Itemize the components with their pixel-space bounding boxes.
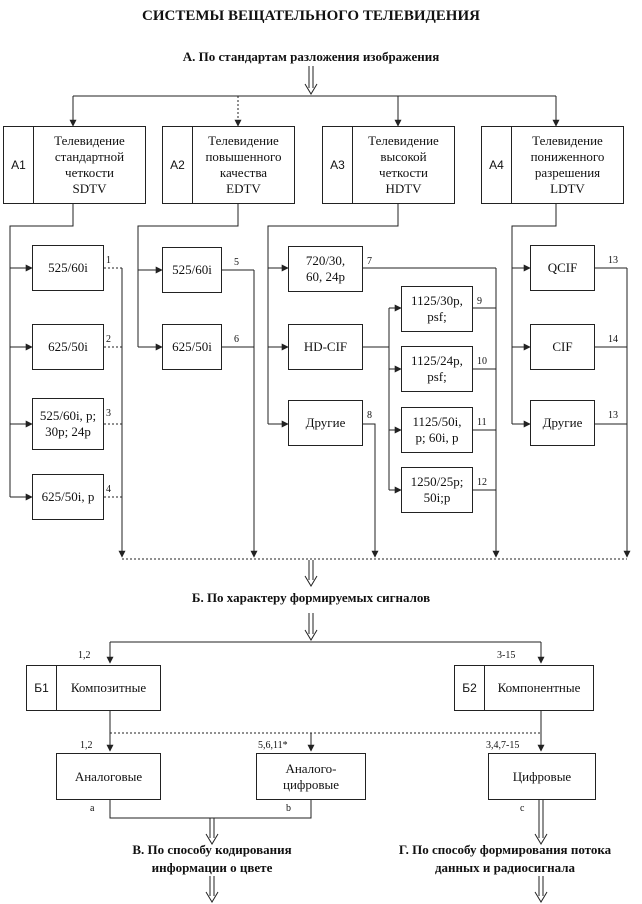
format-number-10: 10 [477,356,487,367]
format-box-1: 525/60i [32,245,104,291]
type-note-analog-digital: 5,6,11* [258,740,288,751]
format-box-14: CIF [530,324,595,370]
format-number-3: 3 [106,408,111,419]
type-box-digital: Цифровые [488,753,596,800]
format-box-15: Другие [530,400,595,446]
category-box-ldtv: Телевидение пониженного разрешения LDTV [511,126,624,204]
format-box-10: 1125/24p, psf; [401,346,473,392]
signal-code-b2: Б2 [454,665,485,711]
signal-note-composite: 1,2 [78,650,91,661]
signal-code-b1: Б1 [26,665,57,711]
type-box-analog: Аналоговые [56,753,161,800]
format-box-11: 1125/50i, p; 60i, p [401,407,473,453]
format-number-2: 2 [106,334,111,345]
format-box-6: 625/50i [162,324,222,370]
category-code-a2: А2 [162,126,193,204]
format-box-3: 525/60i, p; 30p; 24p [32,398,104,450]
category-code-a4: А4 [481,126,512,204]
format-box-2: 625/50i [32,324,104,370]
format-number-14: 14 [608,334,618,345]
format-number-7: 7 [367,256,372,267]
format-number-11: 11 [477,417,487,428]
category-box-hdtv: Телевидение высокой четкости HDTV [352,126,455,204]
format-box-8: Другие [288,400,363,446]
format-number-12: 12 [477,477,487,488]
format-box-4: 625/50i, p [32,474,104,520]
signal-note-component: 3-15 [497,650,516,661]
format-number-1: 1 [106,255,111,266]
format-box-hd-cif: HD-CIF [288,324,363,370]
format-number-15: 13 [608,410,618,421]
format-number-4: 4 [106,484,111,495]
format-number-8: 8 [367,410,372,421]
signal-box-component: Компонентные [484,665,594,711]
category-box-edtv: Телевидение повышенного качества EDTV [192,126,295,204]
section-g-heading: Г. По способу формирования потока данных… [398,842,612,875]
category-code-a1: А1 [3,126,34,204]
section-a-heading: А. По стандартам разложения изображения [182,49,440,64]
type-letter-a: а [90,803,95,814]
category-box-sdtv: Телевидение стандартной четкости SDTV [33,126,146,204]
format-number-9: 9 [477,296,482,307]
format-box-12: 1250/25p; 50i;p [401,467,473,513]
type-note-digital: 3,4,7-15 [486,740,520,751]
signal-box-composite: Композитные [56,665,161,711]
format-box-13: QCIF [530,245,595,291]
format-box-7: 720/30, 60, 24p [288,246,363,292]
type-note-analog: 1,2 [80,740,93,751]
section-b-heading: Б. По характеру формируемых сигналов [191,590,431,605]
format-number-5: 5 [234,257,239,268]
format-box-5: 525/60i [162,247,222,293]
format-number-13: 13 [608,255,618,266]
category-code-a3: А3 [322,126,353,204]
diagram-title: СИСТЕМЫ ВЕЩАТЕЛЬНОГО ТЕЛЕВИДЕНИЯ [142,8,480,24]
format-box-9: 1125/30p, psf; [401,286,473,332]
type-box-analog-digital: Аналого- цифровые [256,753,366,800]
type-letter-c: c [520,803,525,814]
format-number-6: 6 [234,334,239,345]
type-letter-b: b [286,803,291,814]
section-v-heading: В. По способу кодирования информации о ц… [132,842,292,875]
